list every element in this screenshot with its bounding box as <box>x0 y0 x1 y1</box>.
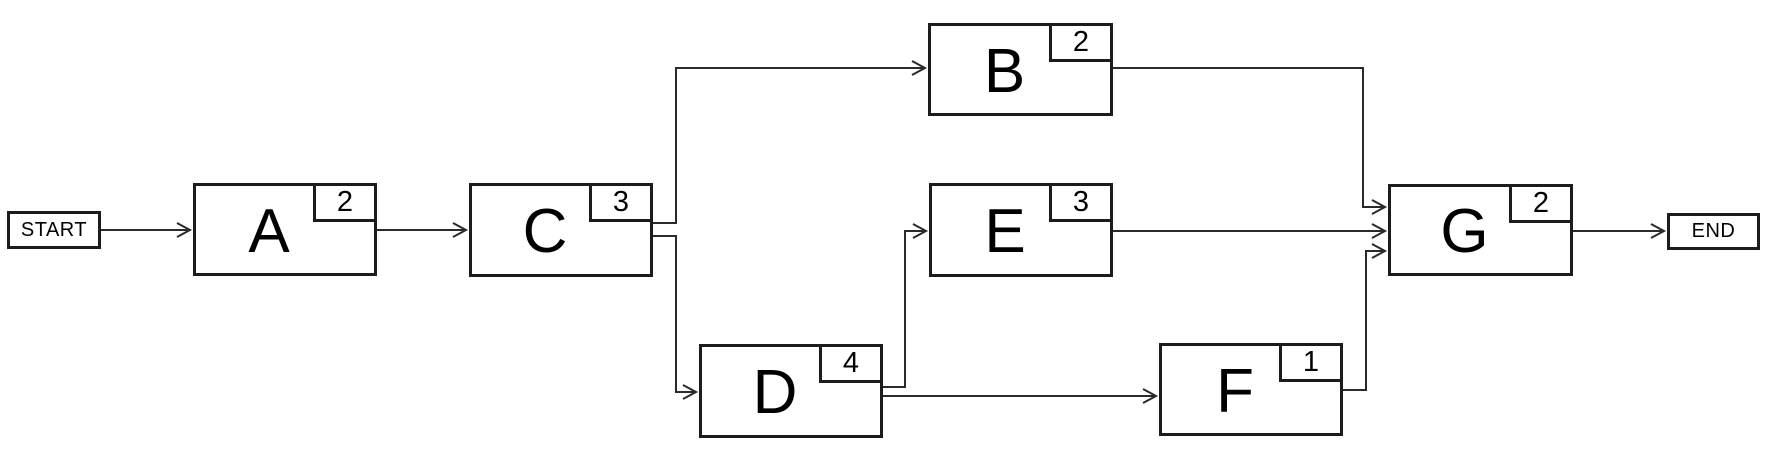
activity-b-duration-badge: 2 <box>1049 23 1113 62</box>
activity-a-label: A <box>248 196 290 266</box>
activity-node-c: C 3 <box>469 183 653 277</box>
start-terminal: START <box>7 211 101 249</box>
activity-g-duration-badge: 2 <box>1509 184 1573 223</box>
activity-node-f: F 1 <box>1159 343 1343 436</box>
end-label: END <box>1691 220 1736 242</box>
activity-a-duration-badge: 2 <box>313 183 377 222</box>
activity-node-d: D 4 <box>699 344 883 438</box>
edge-c-d <box>653 235 699 400</box>
activity-e-duration-badge: 3 <box>1049 183 1113 222</box>
activity-g-label: G <box>1440 197 1489 266</box>
edge-b-g <box>1113 67 1388 215</box>
edge-c-b <box>653 60 928 224</box>
activity-node-a: A 2 <box>193 183 377 276</box>
activity-c-label: C <box>522 197 568 266</box>
end-terminal: END <box>1667 213 1760 250</box>
start-label: START <box>20 218 88 241</box>
activity-c-duration-badge: 3 <box>589 183 653 222</box>
activity-node-g: G 2 <box>1388 184 1573 276</box>
edge-d-e <box>883 223 929 388</box>
activity-d-duration-badge: 4 <box>819 344 883 383</box>
activity-f-duration-badge: 1 <box>1279 343 1343 382</box>
activity-d-label: D <box>752 358 798 427</box>
edge-f-g <box>1343 243 1388 391</box>
activity-node-e: E 3 <box>929 183 1113 277</box>
activity-f-label: F <box>1216 356 1254 426</box>
activity-b-label: B <box>983 36 1026 106</box>
activity-e-label: E <box>984 197 1026 266</box>
activity-node-b: B 2 <box>928 23 1113 116</box>
